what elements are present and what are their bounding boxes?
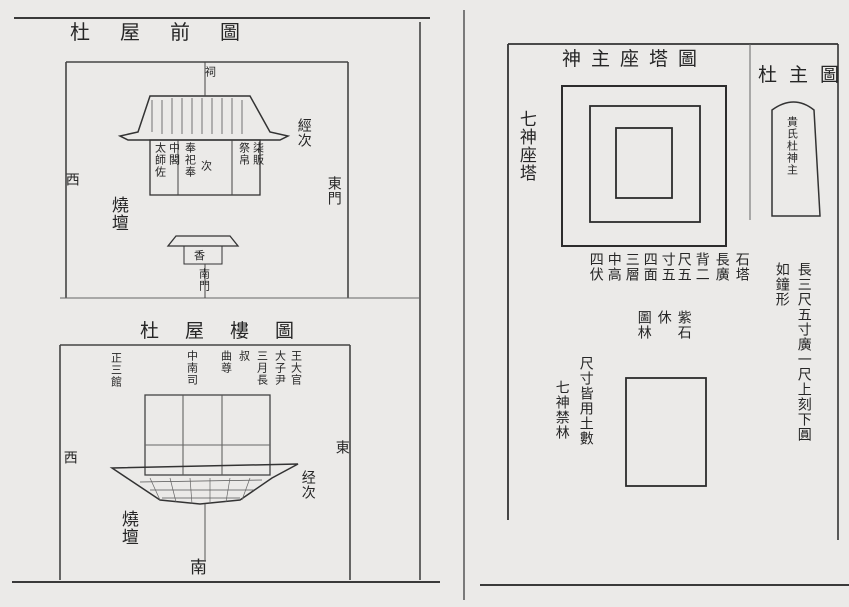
note-col-1: 石塔 <box>733 252 750 282</box>
tablet-diagram-title: 杜主圖 <box>758 64 849 86</box>
note-col-8: 中高 <box>605 252 622 282</box>
note-col-9: 四伏 <box>587 252 604 282</box>
rest-note: 休 <box>655 310 672 325</box>
floor-col-3: 三月長 <box>255 350 269 386</box>
hall-text-4: 次 <box>199 160 213 172</box>
bell-shape-note: 如鐘形 <box>773 262 790 307</box>
hall-text-2: 中閣 <box>167 142 181 166</box>
seven-gods-forest-note: 七神禁林 <box>553 380 570 440</box>
purple-stone-note: 紫石 <box>675 310 692 340</box>
hall-text-1: 太師佐 <box>153 142 167 178</box>
floor-south-label: 南 <box>190 558 207 578</box>
floor-west-label: 西 <box>61 450 78 465</box>
tablet-inscription: 貴氏杜神主 <box>785 116 799 176</box>
seven-gods-tower-label: 七神座塔 <box>515 110 536 182</box>
note-col-5: 寸五 <box>659 252 676 282</box>
upper-floor-title: 杜屋樓圖 <box>140 320 321 342</box>
hall-text-6: 柒販 <box>251 142 265 166</box>
west-label: 西 <box>63 172 80 187</box>
shrine-plan-title: 神主座塔圖 <box>562 48 708 70</box>
note-col-2: 長廣 <box>713 252 730 282</box>
floor-col-7: 正三館 <box>109 352 123 388</box>
incense-label: 香 <box>194 249 205 262</box>
note-col-6: 四面 <box>641 252 658 282</box>
upper-floor-diagram-frame <box>59 344 351 580</box>
floor-col-4: 叔 <box>237 350 251 362</box>
floor-col-2: 大子尹 <box>273 350 287 386</box>
floor-right-name-label: 经次 <box>299 470 316 500</box>
floor-col-1: 王大官 <box>289 350 303 386</box>
note-col-7: 三層 <box>623 252 640 282</box>
floor-east-label: 東 <box>333 440 350 455</box>
front-diagram-title: 杜屋前圖 <box>70 20 270 44</box>
note-col-3: 背二 <box>693 252 710 282</box>
floor-col-6: 中南司 <box>185 350 199 386</box>
tablet-dimension-note: 長三尺五寸廣一尺上刻下圓 <box>795 262 812 442</box>
right-name-label: 經次 <box>295 118 312 148</box>
front-diagram-frame <box>60 22 421 580</box>
earth-number-note: 尺寸皆用土數 <box>577 356 594 446</box>
east-gate-label: 東門 <box>325 176 342 206</box>
south-gate-label: 南門 <box>197 268 211 292</box>
hall-text-3: 奉祀奉 <box>183 142 197 178</box>
hall-text-5: 祭帛 <box>237 142 251 166</box>
note-col-4: 尺五 <box>675 252 692 282</box>
shrine-plan-frame <box>507 43 839 540</box>
grove-label: 圖林 <box>635 310 652 340</box>
floor-col-5: 曲尊 <box>219 350 233 374</box>
ancestral-hall-label: 祠 <box>203 66 217 78</box>
burning-mound-label: 燒壇 <box>107 196 128 232</box>
floor-burning-mound-label: 燒壇 <box>117 510 138 546</box>
